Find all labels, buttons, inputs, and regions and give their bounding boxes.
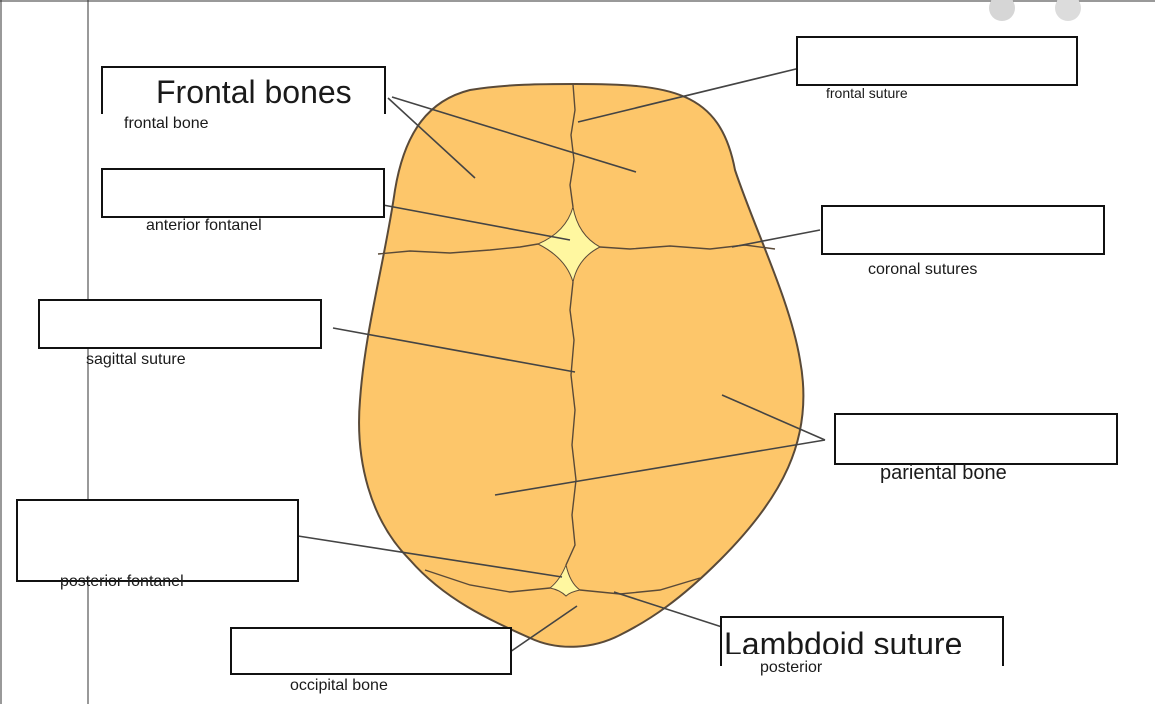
lambdoid-suture-title: Lambdoid suture <box>724 628 962 654</box>
anterior-fontanel-label: anterior fontanel <box>146 218 262 234</box>
occipital-bone-label: occipital bone <box>290 678 388 694</box>
parietal-bone-answer-box[interactable] <box>834 413 1118 465</box>
posterior-fontanel-answer-box[interactable] <box>16 499 299 582</box>
coronal-sutures-answer-box[interactable] <box>821 205 1105 255</box>
anterior-fontanel-answer-box[interactable] <box>101 168 385 218</box>
sagittal-suture-answer-box[interactable] <box>38 299 322 349</box>
occipital-bone-answer-box[interactable] <box>230 627 512 675</box>
parietal-bone-label: pariental bone <box>880 463 1007 483</box>
posterior-fontanel-label: posterior fontanel <box>60 574 184 590</box>
toolbar-circle-icon-2 <box>1055 0 1081 21</box>
frontal-bones-title: Frontal bones <box>156 76 352 108</box>
frontal-suture-label: frontal suture <box>826 86 908 100</box>
toolbar-circle-icon <box>989 0 1015 21</box>
frontal-bone-label: frontal bone <box>124 116 209 132</box>
sagittal-suture-label: sagittal suture <box>86 352 186 368</box>
posterior-label: posterior <box>760 660 822 676</box>
skull-outline <box>359 84 803 647</box>
coronal-sutures-label: coronal sutures <box>868 262 977 278</box>
frontal-suture-answer-box[interactable] <box>796 36 1078 86</box>
